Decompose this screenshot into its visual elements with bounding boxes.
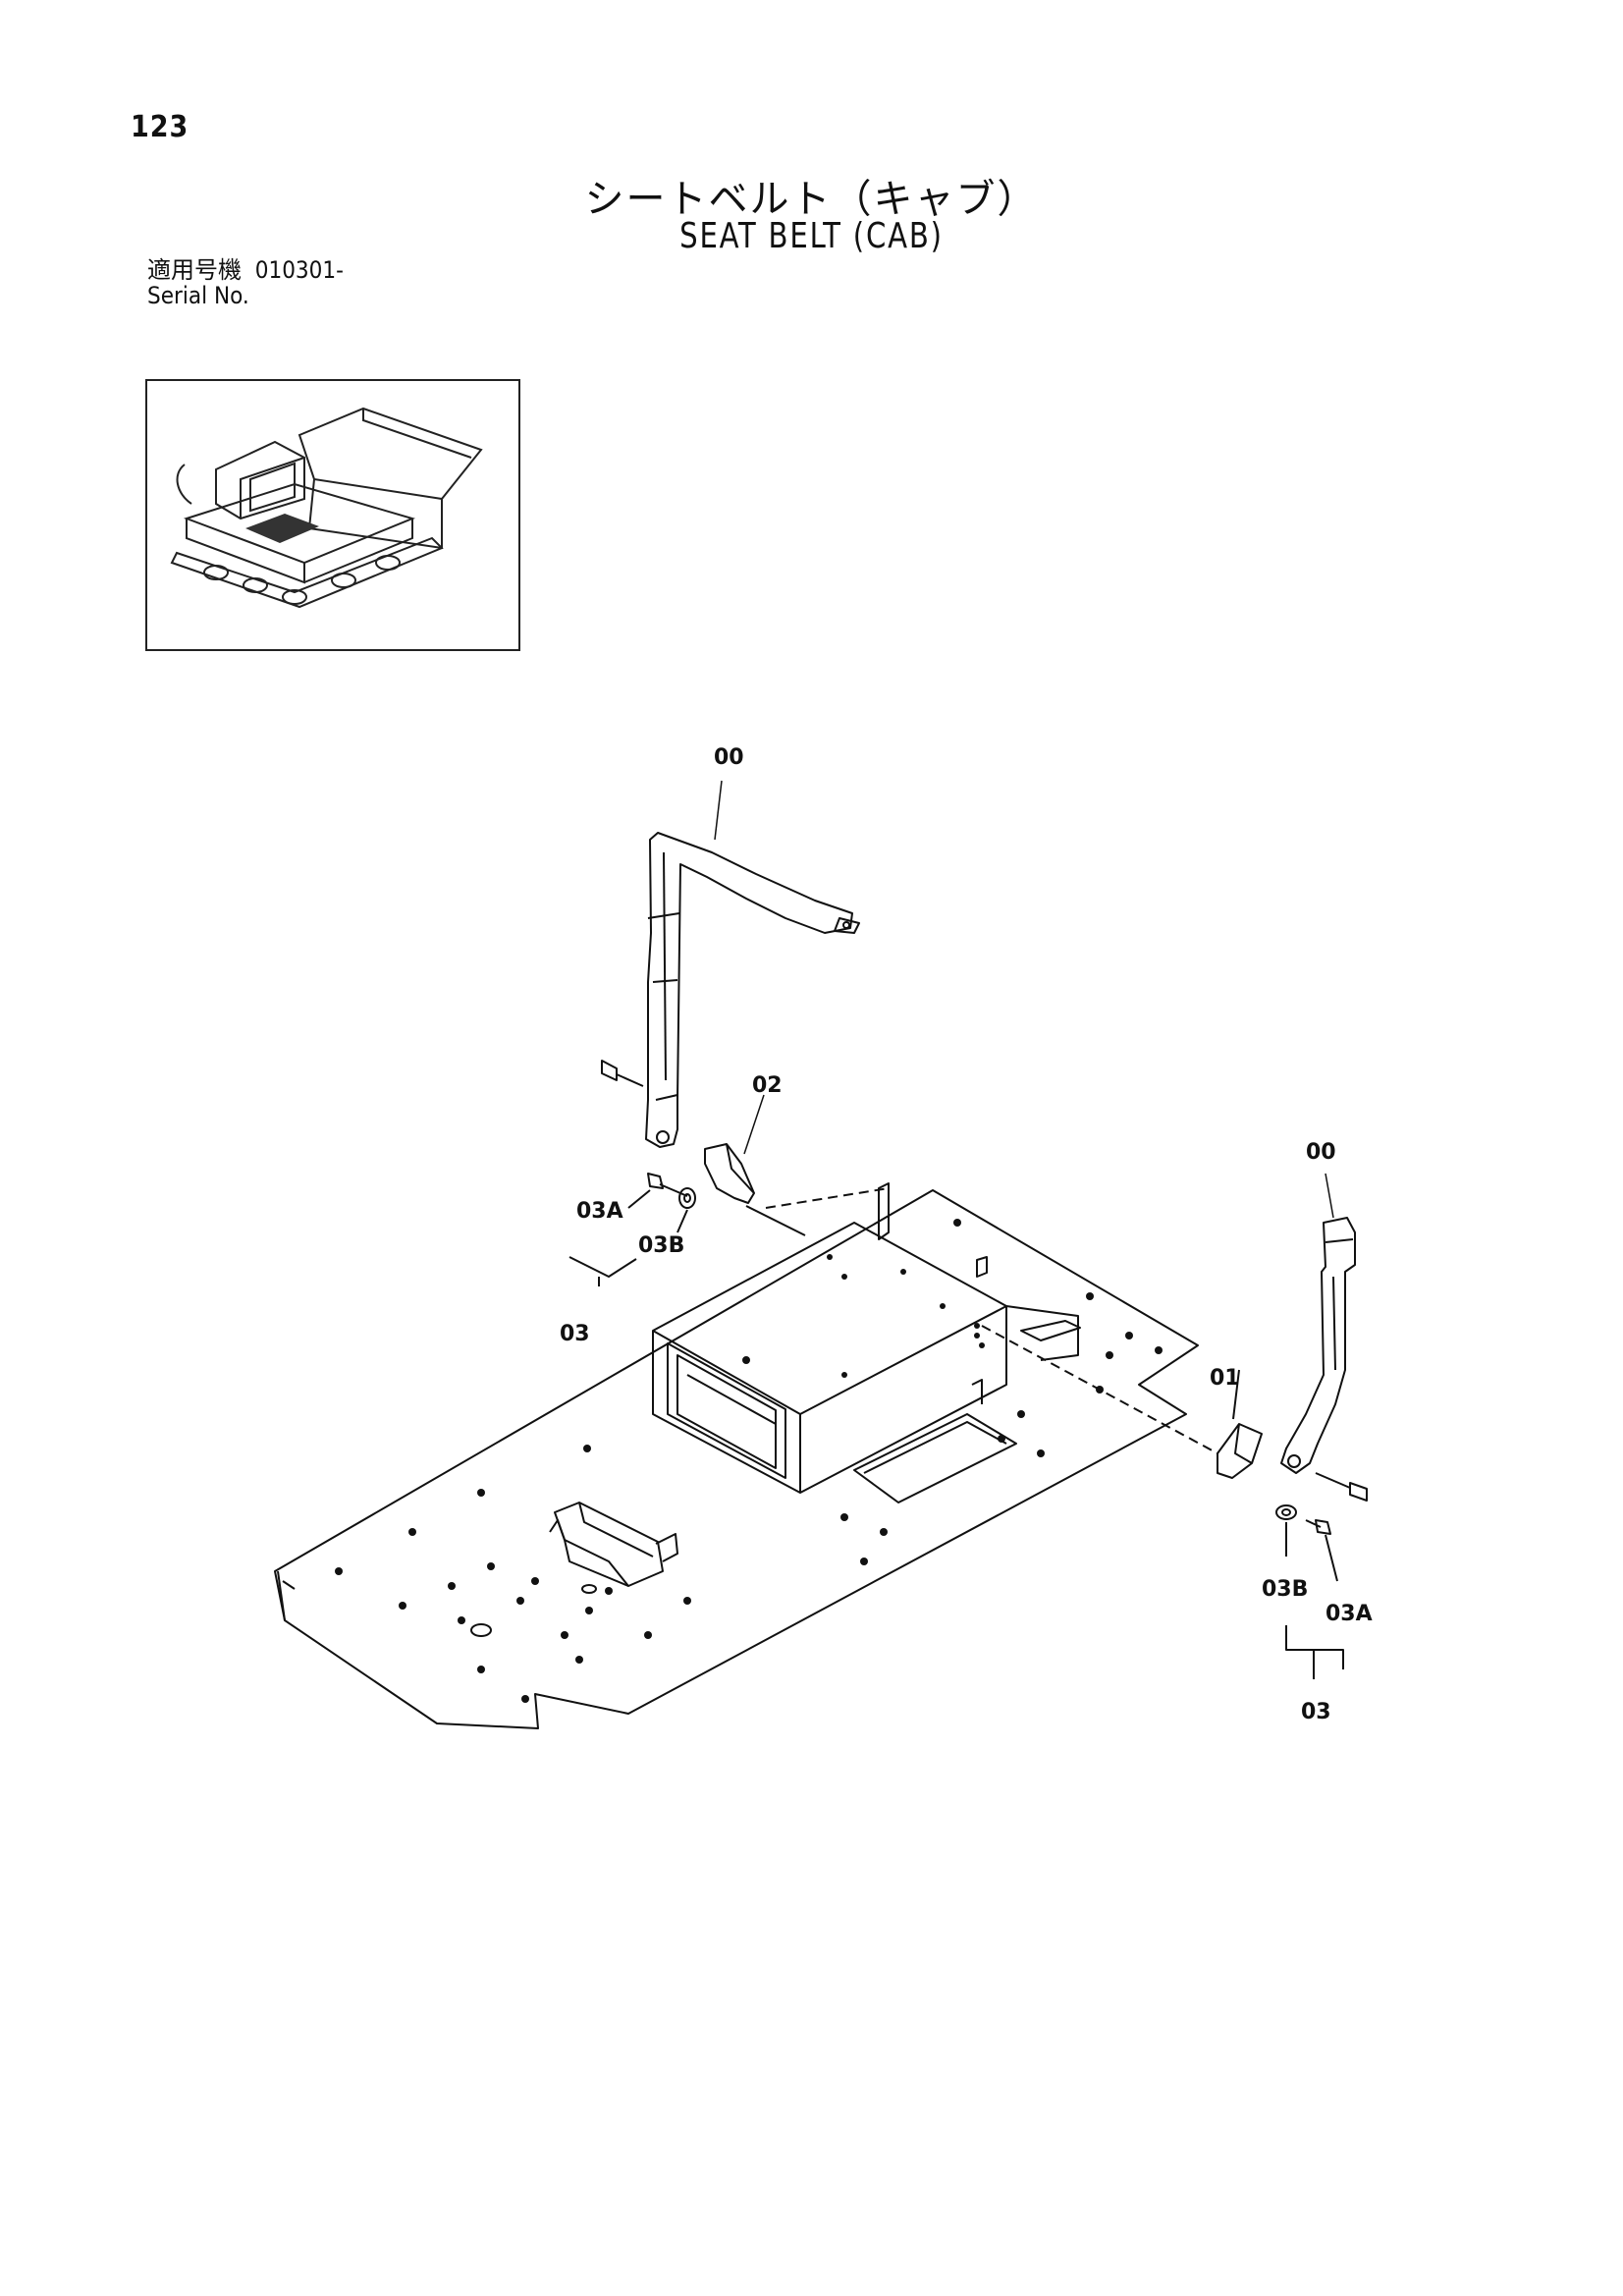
callout-03b-right: 03B: [1262, 1577, 1308, 1602]
washer-03b-right: [1275, 1504, 1297, 1520]
serial-label-japanese: 適用号機: [147, 256, 242, 284]
page-title-english: SEAT BELT (CAB): [679, 216, 944, 256]
serial-number-block: 適用号機 010301- Serial No.: [147, 257, 344, 308]
serial-value: 010301-: [254, 256, 344, 284]
machine-overview-frame: [145, 379, 520, 651]
floor-holes: [335, 1219, 1163, 1703]
page-number: 123: [131, 110, 189, 144]
bolt-upper-right: [1315, 1472, 1368, 1502]
machine-overview-illustration: [170, 407, 483, 609]
seat-stand-box: [652, 1222, 1007, 1494]
serial-label-english: Serial No.: [147, 282, 249, 309]
callout-03a-left: 03A: [576, 1199, 623, 1224]
floor-bracket: [554, 1502, 664, 1587]
callout-03b-left: 03B: [638, 1233, 684, 1258]
washer-03b-left: [678, 1187, 696, 1209]
callout-03a-right: 03A: [1325, 1602, 1373, 1626]
callout-03-right: 03: [1301, 1700, 1331, 1724]
mounting-bracket-left: [704, 1143, 755, 1204]
bolt-03a-right: [1305, 1519, 1331, 1535]
callout-01: 01: [1210, 1366, 1240, 1391]
seat-belt-left: [645, 832, 853, 1148]
callout-03-left: 03: [560, 1322, 590, 1346]
mounting-bracket-right: [1217, 1423, 1263, 1479]
callout-02: 02: [752, 1073, 783, 1098]
floor-plate: [274, 1189, 1199, 1729]
callout-00-right: 00: [1306, 1140, 1336, 1165]
seat-belt-right: [1280, 1217, 1356, 1474]
callout-00-top: 00: [714, 745, 744, 770]
bolt-03a-left: [647, 1173, 688, 1197]
bolt-upper-left: [601, 1060, 644, 1087]
page-title-japanese: シートベルト（キャブ）: [584, 177, 1039, 222]
